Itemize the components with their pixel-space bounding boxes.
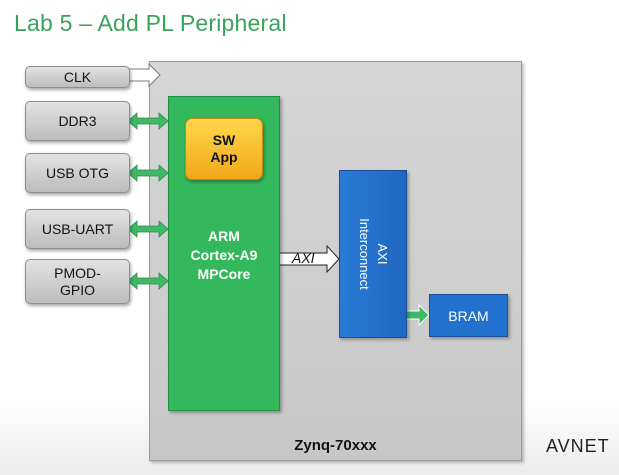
usb-otg-arrow bbox=[127, 164, 169, 182]
usb-otg-block: USB OTG bbox=[25, 153, 130, 193]
clk-block: CLK bbox=[25, 66, 130, 88]
bram-block: BRAM bbox=[429, 294, 508, 337]
chip-label: Zynq-70xxx bbox=[294, 437, 377, 454]
ddr3-block: DDR3 bbox=[25, 101, 130, 141]
sw-app-block: SW App bbox=[185, 118, 263, 180]
axi-arrow bbox=[277, 244, 340, 274]
slide-title: Lab 5 – Add PL Peripheral bbox=[14, 10, 287, 36]
usb-uart-block: USB-UART bbox=[25, 209, 130, 249]
pmod-gpio-block: PMOD- GPIO bbox=[25, 259, 130, 304]
avnet-logo: AVNET bbox=[546, 436, 610, 456]
arm-label: ARM Cortex-A9 MPCore bbox=[190, 228, 258, 282]
interconnect-label: AXI Interconnect bbox=[357, 218, 390, 290]
ddr3-arrow bbox=[127, 112, 169, 130]
usb-uart-arrow bbox=[127, 220, 169, 238]
axi-interconnect-block: AXI Interconnect bbox=[339, 170, 407, 338]
clk-arrow bbox=[127, 62, 161, 88]
axi-bus-label: AXI bbox=[292, 250, 315, 266]
pmod-gpio-arrow bbox=[127, 272, 169, 290]
interconnect-to-bram-arrow bbox=[404, 303, 430, 327]
